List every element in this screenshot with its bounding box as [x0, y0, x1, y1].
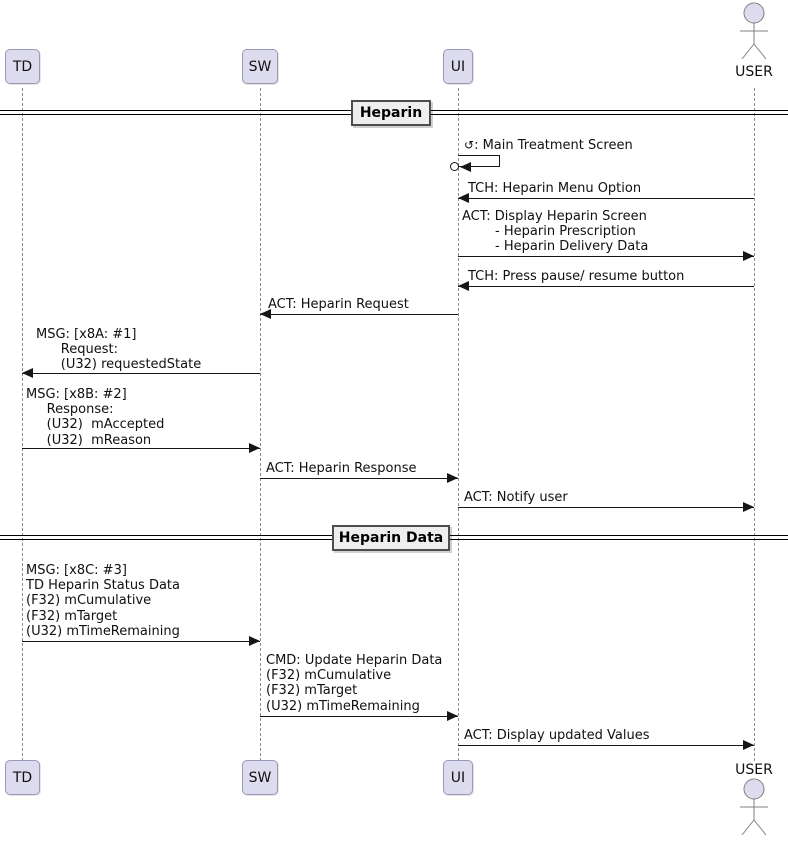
message-arrowhead-m6: [22, 368, 33, 378]
lifeline-td: [22, 88, 23, 761]
message-label-m10: MSG: [x8C: #3] TD Heparin Status Data (F…: [26, 563, 181, 639]
message-arrowhead-m5: [260, 309, 271, 319]
participant-sw-bottom[interactable]: SW: [242, 760, 278, 795]
divider-heparin-data: Heparin Data: [332, 525, 450, 551]
message-label-m8: ACT: Heparin Response: [266, 461, 417, 476]
message-line-m11: [260, 716, 458, 717]
participant-td-top-label: TD: [12, 58, 33, 75]
message-label-m5: ACT: Heparin Request: [268, 297, 409, 312]
participant-sw-top[interactable]: SW: [242, 49, 278, 84]
message-label-m4: TCH: Press pause/ resume button: [468, 269, 685, 284]
message-line-m10: [22, 641, 260, 642]
message-arrowhead-m12: [743, 740, 754, 750]
lifeline-sw: [260, 88, 261, 761]
lifeline-ui: [458, 88, 459, 761]
participant-ui-top-label: UI: [450, 58, 466, 75]
message-line-m2: [458, 198, 754, 199]
message-arrowhead-m3: [743, 251, 754, 261]
divider-heparin: Heparin: [351, 100, 431, 126]
actor-user-top-label: USER: [735, 64, 773, 80]
divider-heparin-label: Heparin: [359, 105, 423, 121]
message-label-m9: ACT: Notify user: [464, 490, 568, 505]
lifeline-user: [754, 88, 755, 761]
message-text-m1: : Main Treatment Screen: [474, 138, 633, 153]
message-label-m7: MSG: [x8B: #2] Response: (U32) mAccepted…: [26, 387, 165, 448]
message-arrowhead-m11: [447, 711, 458, 721]
message-self-circle-m1: [450, 162, 459, 171]
message-arrowhead-m7: [249, 443, 260, 453]
message-label-m12: ACT: Display updated Values: [464, 728, 650, 743]
refresh-icon: ↺: [464, 138, 475, 152]
message-line-m12: [458, 745, 754, 746]
message-label-m2: TCH: Heparin Menu Option: [468, 181, 642, 196]
message-line-m7: [22, 448, 260, 449]
participant-ui-bottom-label: UI: [450, 769, 466, 786]
message-label-m6: MSG: [x8A: #1] Request: (U32) requestedS…: [36, 327, 202, 373]
message-line-m8: [260, 478, 458, 479]
divider-heparin-data-label: Heparin Data: [338, 530, 444, 546]
message-arrowhead-m2: [458, 193, 469, 203]
message-label-m11: CMD: Update Heparin Data (F32) mCumulati…: [266, 653, 443, 714]
actor-user-top[interactable]: [736, 2, 772, 60]
message-line-m3: [458, 256, 754, 257]
message-arrowhead-m1: [460, 162, 471, 172]
message-label-m1: ↺: Main Treatment Screen: [464, 138, 633, 153]
actor-user-bottom-figure: [740, 778, 768, 836]
participant-ui-bottom[interactable]: UI: [443, 760, 473, 795]
actor-user-bottom[interactable]: [736, 778, 772, 836]
message-line-m5: [260, 314, 458, 315]
message-line-m9: [458, 507, 754, 508]
message-label-m3: ACT: Display Heparin Screen - Heparin Pr…: [462, 209, 649, 255]
message-arrowhead-m8: [447, 473, 458, 483]
message-arrowhead-m4: [458, 281, 469, 291]
actor-user-bottom-label: USER: [735, 762, 773, 778]
message-line-m6: [22, 373, 260, 374]
participant-td-top[interactable]: TD: [5, 49, 40, 84]
participant-sw-bottom-label: SW: [248, 769, 272, 786]
participant-sw-top-label: SW: [248, 58, 272, 75]
message-line-m4: [458, 286, 754, 287]
message-arrowhead-m9: [743, 502, 754, 512]
participant-ui-top[interactable]: UI: [443, 49, 473, 84]
message-arrowhead-m10: [249, 636, 260, 646]
participant-td-bottom-label: TD: [12, 769, 33, 786]
message-self-loop-m1: [458, 155, 500, 167]
actor-user-top-figure: [740, 2, 768, 60]
participant-td-bottom[interactable]: TD: [5, 760, 40, 795]
